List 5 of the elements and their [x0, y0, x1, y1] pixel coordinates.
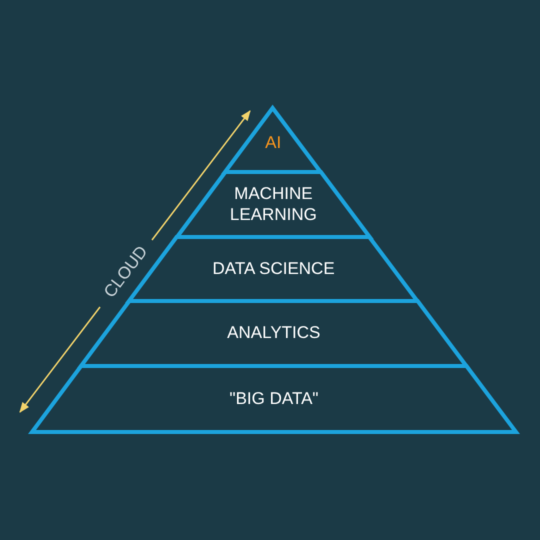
- layer-label: AI: [265, 132, 282, 154]
- layer-label: "BIG DATA": [230, 388, 318, 410]
- layer-label: MACHINE LEARNING: [228, 184, 318, 225]
- layer-label: ANALYTICS: [227, 323, 320, 344]
- layer-label: DATA SCIENCE: [212, 258, 335, 280]
